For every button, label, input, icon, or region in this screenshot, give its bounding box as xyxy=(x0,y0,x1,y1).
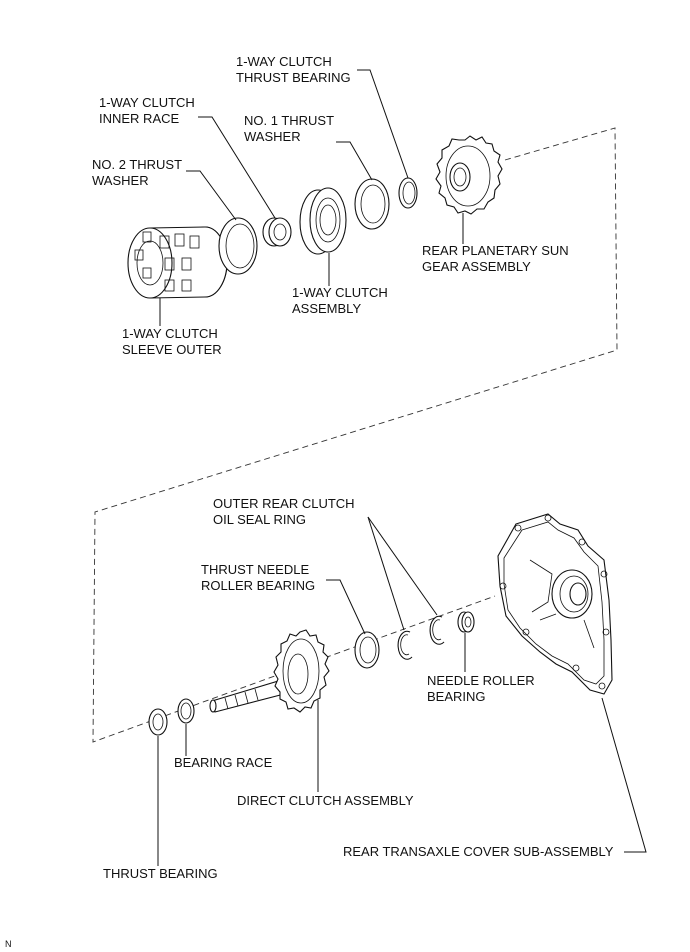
leader-outer-rear-clutch-seal-1 xyxy=(367,516,405,631)
one-way-clutch-inner-race-part xyxy=(262,217,292,247)
figure-code: N xyxy=(5,939,12,949)
one-way-clutch-sleeve-outer-part xyxy=(127,226,228,299)
label-one-way-clutch-sleeve-outer: 1-WAY CLUTCH SLEEVE OUTER xyxy=(122,326,222,357)
bearing-race-part xyxy=(177,698,195,724)
thrust-bearing-part xyxy=(148,708,168,736)
one-way-clutch-thrust-bearing-part xyxy=(398,177,418,209)
label-one-way-clutch-inner-race: 1-WAY CLUTCH INNER RACE xyxy=(99,95,198,126)
leader-one-way-inner-race xyxy=(198,116,276,219)
label-thrust-needle-roller-bearing: THRUST NEEDLE ROLLER BEARING xyxy=(201,562,315,593)
outer-rear-clutch-oil-seal-ring-1-part xyxy=(397,630,413,660)
leader-no2-thrust-washer xyxy=(186,170,237,221)
label-bearing-race: BEARING RACE xyxy=(174,755,273,770)
thrust-needle-roller-bearing-part xyxy=(354,631,380,669)
needle-roller-bearing-part xyxy=(457,611,475,633)
leader-lines xyxy=(157,69,647,866)
leader-no1-thrust-washer xyxy=(336,141,373,181)
one-way-clutch-assembly-part xyxy=(299,187,347,255)
leader-outer-rear-clutch-seal-2 xyxy=(367,516,438,616)
label-thrust-bearing: THRUST BEARING xyxy=(103,866,218,881)
leader-rear-transaxle-cover xyxy=(601,697,647,853)
label-no2-thrust-washer: NO. 2 THRUST WASHER xyxy=(92,157,185,188)
no2-thrust-washer-part xyxy=(218,217,258,275)
label-needle-roller-bearing: NEEDLE ROLLER BEARING xyxy=(427,673,538,704)
leader-thrust-needle-roller-bearing xyxy=(326,579,366,635)
direct-clutch-assembly-part xyxy=(209,629,330,713)
no1-thrust-washer-part xyxy=(354,178,390,230)
label-direct-clutch-assembly: DIRECT CLUTCH ASSEMBLY xyxy=(237,793,414,808)
label-one-way-clutch-assembly: 1-WAY CLUTCH ASSEMBLY xyxy=(292,285,391,316)
label-no1-thrust-washer: NO. 1 THRUST WASHER xyxy=(244,113,337,144)
outer-rear-clutch-oil-seal-ring-2-part xyxy=(429,615,445,645)
label-rear-transaxle-cover-sub-assembly: REAR TRANSAXLE COVER SUB-ASSEMBLY xyxy=(343,844,614,859)
label-outer-rear-clutch-oil-seal-ring: OUTER REAR CLUTCH OIL SEAL RING xyxy=(213,496,358,527)
leader-one-way-thrust-bearing xyxy=(357,69,409,179)
rear-transaxle-cover-part xyxy=(497,513,613,695)
rear-planetary-sun-gear-part xyxy=(435,135,503,215)
label-one-way-clutch-thrust-bearing: 1-WAY CLUTCH THRUST BEARING xyxy=(236,54,351,85)
label-rear-planetary-sun-gear-assembly: REAR PLANETARY SUN GEAR ASSEMBLY xyxy=(422,243,572,274)
